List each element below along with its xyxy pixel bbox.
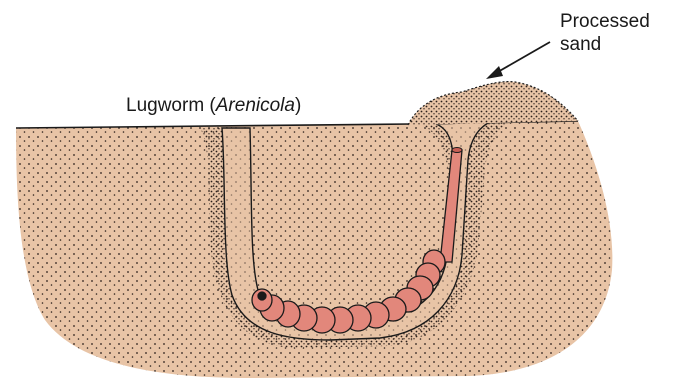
processed-sand-line1: Processed: [560, 10, 650, 33]
organism-common-name: Lugworm (: [126, 95, 216, 116]
organism-close-paren: ): [295, 95, 301, 116]
processed-sand-line2: sand: [560, 33, 650, 56]
processed-sand-mound: [408, 82, 578, 125]
organism-genus: Arenicola: [216, 95, 295, 116]
processed-sand-label: Processed sand: [560, 10, 650, 56]
lugworm-label: Lugworm (Arenicola): [126, 94, 301, 117]
processed-sand-arrow: [486, 42, 550, 79]
